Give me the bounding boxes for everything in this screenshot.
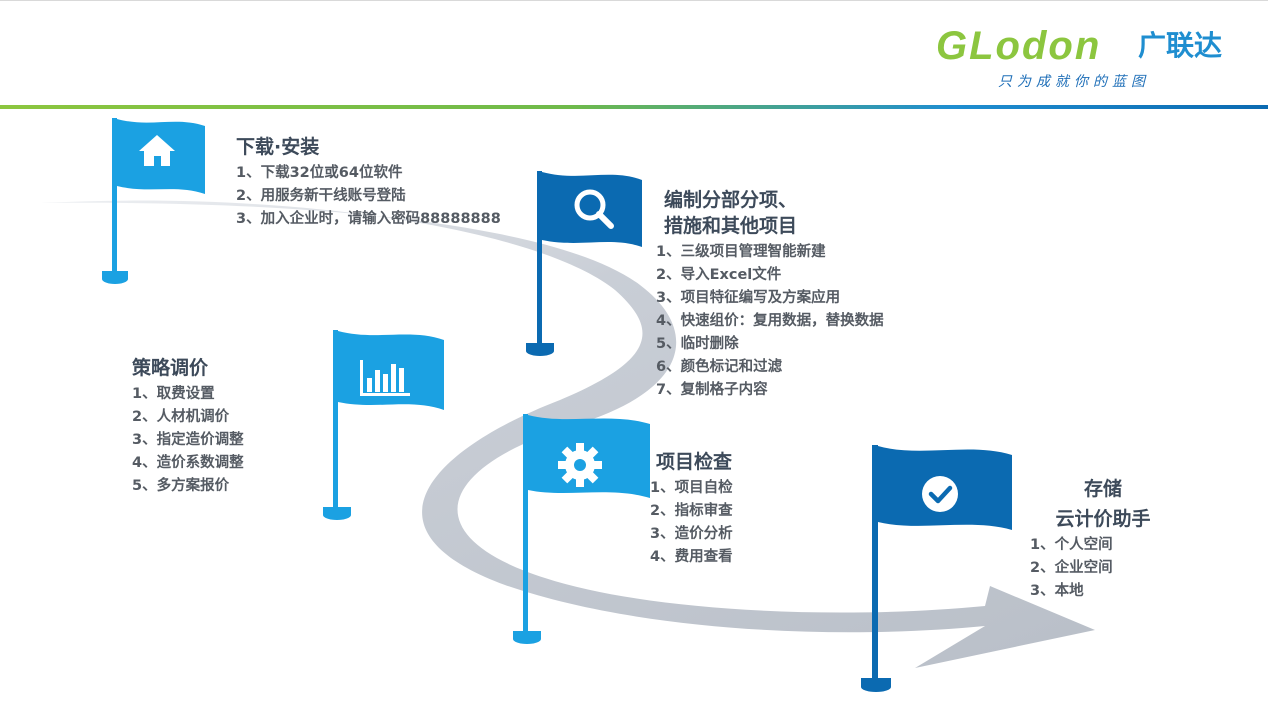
step-title-line-1: 存储 [1083,478,1122,500]
list-item: 1、三级项目管理智能新建 [656,244,826,260]
step-title-line-2: 云计价助手 [1055,508,1151,530]
step-items: 1、取费设置 2、人材机调价 3、指定造价调整 4、造价系数调整 5、多方案报价 [132,383,244,498]
step-download-install: 下载·安装 1、下载32位或64位软件 2、用服务新干线账号登陆 3、加入企业时… [236,134,501,231]
flag-price-strategy [323,330,444,520]
list-item: 3、指定造价调整 [132,432,244,448]
step-storage: 存储 云计价助手 1、个人空间 2、企业空间 3、本地 [1030,476,1176,603]
list-item: 4、费用查看 [650,549,733,565]
logo-wordmark: GLodon [936,24,1102,68]
list-item: 3、项目特征编写及方案应用 [656,290,841,306]
flag-compile-items [526,171,642,356]
list-item: 4、快速组价：复用数据，替换数据 [656,313,884,329]
list-item: 2、人材机调价 [132,409,230,425]
list-item: 5、多方案报价 [132,478,230,494]
list-item: 3、加入企业时，请输入密码88888888 [236,211,501,227]
flag-2-cloth [542,172,642,247]
gear-icon [558,443,602,487]
list-item: 1、下载32位或64位软件 [236,165,403,181]
list-item: 6、颜色标记和过滤 [656,359,783,375]
step-title: 项目检查 [656,451,733,473]
flag-storage [861,445,1012,692]
step-title-line-1: 编制分部分项、 [664,189,798,211]
step-items: 1、项目自检 2、指标审查 3、造价分析 4、费用查看 [650,477,733,569]
flag-project-check [513,414,650,644]
list-item: 3、本地 [1030,583,1084,599]
step-project-check: 项目检查 1、项目自检 2、指标审查 3、造价分析 4、费用查看 [650,449,733,569]
step-items: 1、个人空间 2、企业空间 3、本地 [1030,534,1176,603]
logo-tagline: 只为成就你的蓝图 [998,74,1150,90]
list-item: 2、指标审查 [650,503,733,519]
list-item: 5、临时删除 [656,336,739,352]
list-item: 1、个人空间 [1030,537,1113,553]
list-item: 4、造价系数调整 [132,455,244,471]
list-item: 7、复制格子内容 [656,382,768,398]
top-border [0,0,1268,1]
search-icon [574,189,614,229]
bar-chart-icon [360,360,410,396]
step-title: 下载·安装 [236,136,320,158]
list-item: 1、取费设置 [132,386,215,402]
glodon-logo: GLodon 广联达 只为成就你的蓝图 [936,22,1248,97]
step-title-line-2: 措施和其他项目 [664,215,798,237]
step-price-strategy: 策略调价 1、取费设置 2、人材机调价 3、指定造价调整 4、造价系数调整 5、… [132,355,244,498]
flag-download-install [102,118,205,284]
list-item: 2、导入Excel文件 [656,267,782,283]
header-divider [0,105,1268,109]
step-compile-items: 编制分部分项、 措施和其他项目 1、三级项目管理智能新建 2、导入Excel文件… [656,187,884,402]
list-item: 2、企业空间 [1030,560,1113,576]
step-title: 策略调价 [132,357,209,379]
list-item: 1、项目自检 [650,480,733,496]
logo-chinese-name: 广联达 [1138,29,1223,62]
winding-road-arrow [40,200,1095,669]
step-items: 1、三级项目管理智能新建 2、导入Excel文件 3、项目特征编写及方案应用 4… [656,241,884,402]
home-icon [139,135,175,166]
check-circle-icon [922,476,958,512]
list-item: 3、造价分析 [650,526,733,542]
list-item: 2、用服务新干线账号登陆 [236,188,406,204]
step-items: 1、下载32位或64位软件 2、用服务新干线账号登陆 3、加入企业时，请输入密码… [236,162,501,231]
